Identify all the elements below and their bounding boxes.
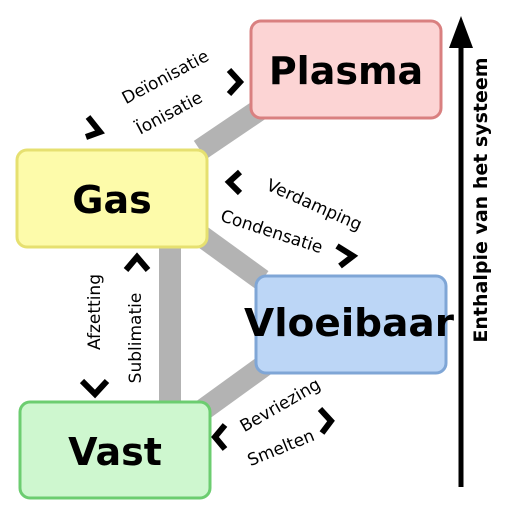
connector-gas-vloeibaar [193, 226, 269, 289]
state-plasma: Plasma [249, 19, 443, 120]
chevron-up-left-icon [224, 169, 243, 196]
plasma-label: Plasma [269, 49, 423, 93]
state-vast: Vast [18, 400, 212, 500]
chevron-left-icon [211, 423, 228, 451]
afzetting-label: Afzetting [85, 274, 105, 350]
state-gas: Gas [15, 148, 209, 249]
chevron-up-right-icon [317, 406, 335, 435]
sublimatie-label: Sublimatie [126, 293, 146, 384]
chevron-down-right-icon [335, 243, 359, 269]
smelten-label: Smelten [245, 426, 318, 471]
chevron-up-icon [123, 252, 151, 272]
state-vloeibaar: Vloeibaar [244, 274, 454, 375]
chevron-right-icon [226, 67, 245, 97]
vloeibaar-label: Vloeibaar [244, 301, 454, 345]
gas-label: Gas [72, 178, 151, 222]
connectors [159, 98, 272, 421]
axis-label: Enthalpie van het systeem [470, 57, 492, 342]
vast-box [18, 400, 212, 500]
plasma-box [249, 19, 443, 120]
axis-arrow-up-icon [449, 16, 473, 48]
enthalpy-axis: Enthalpie van het systeem [449, 16, 492, 487]
connector-vloeibaar-vast [193, 356, 272, 421]
gas-box [15, 148, 209, 249]
chevrons [79, 67, 359, 451]
vloeibaar-box [254, 274, 448, 375]
chevron-down-icon [79, 378, 110, 399]
connector-gas-plasma [193, 98, 269, 160]
chevron-down-left-icon [84, 115, 105, 140]
vast-label: Vast [68, 430, 162, 474]
